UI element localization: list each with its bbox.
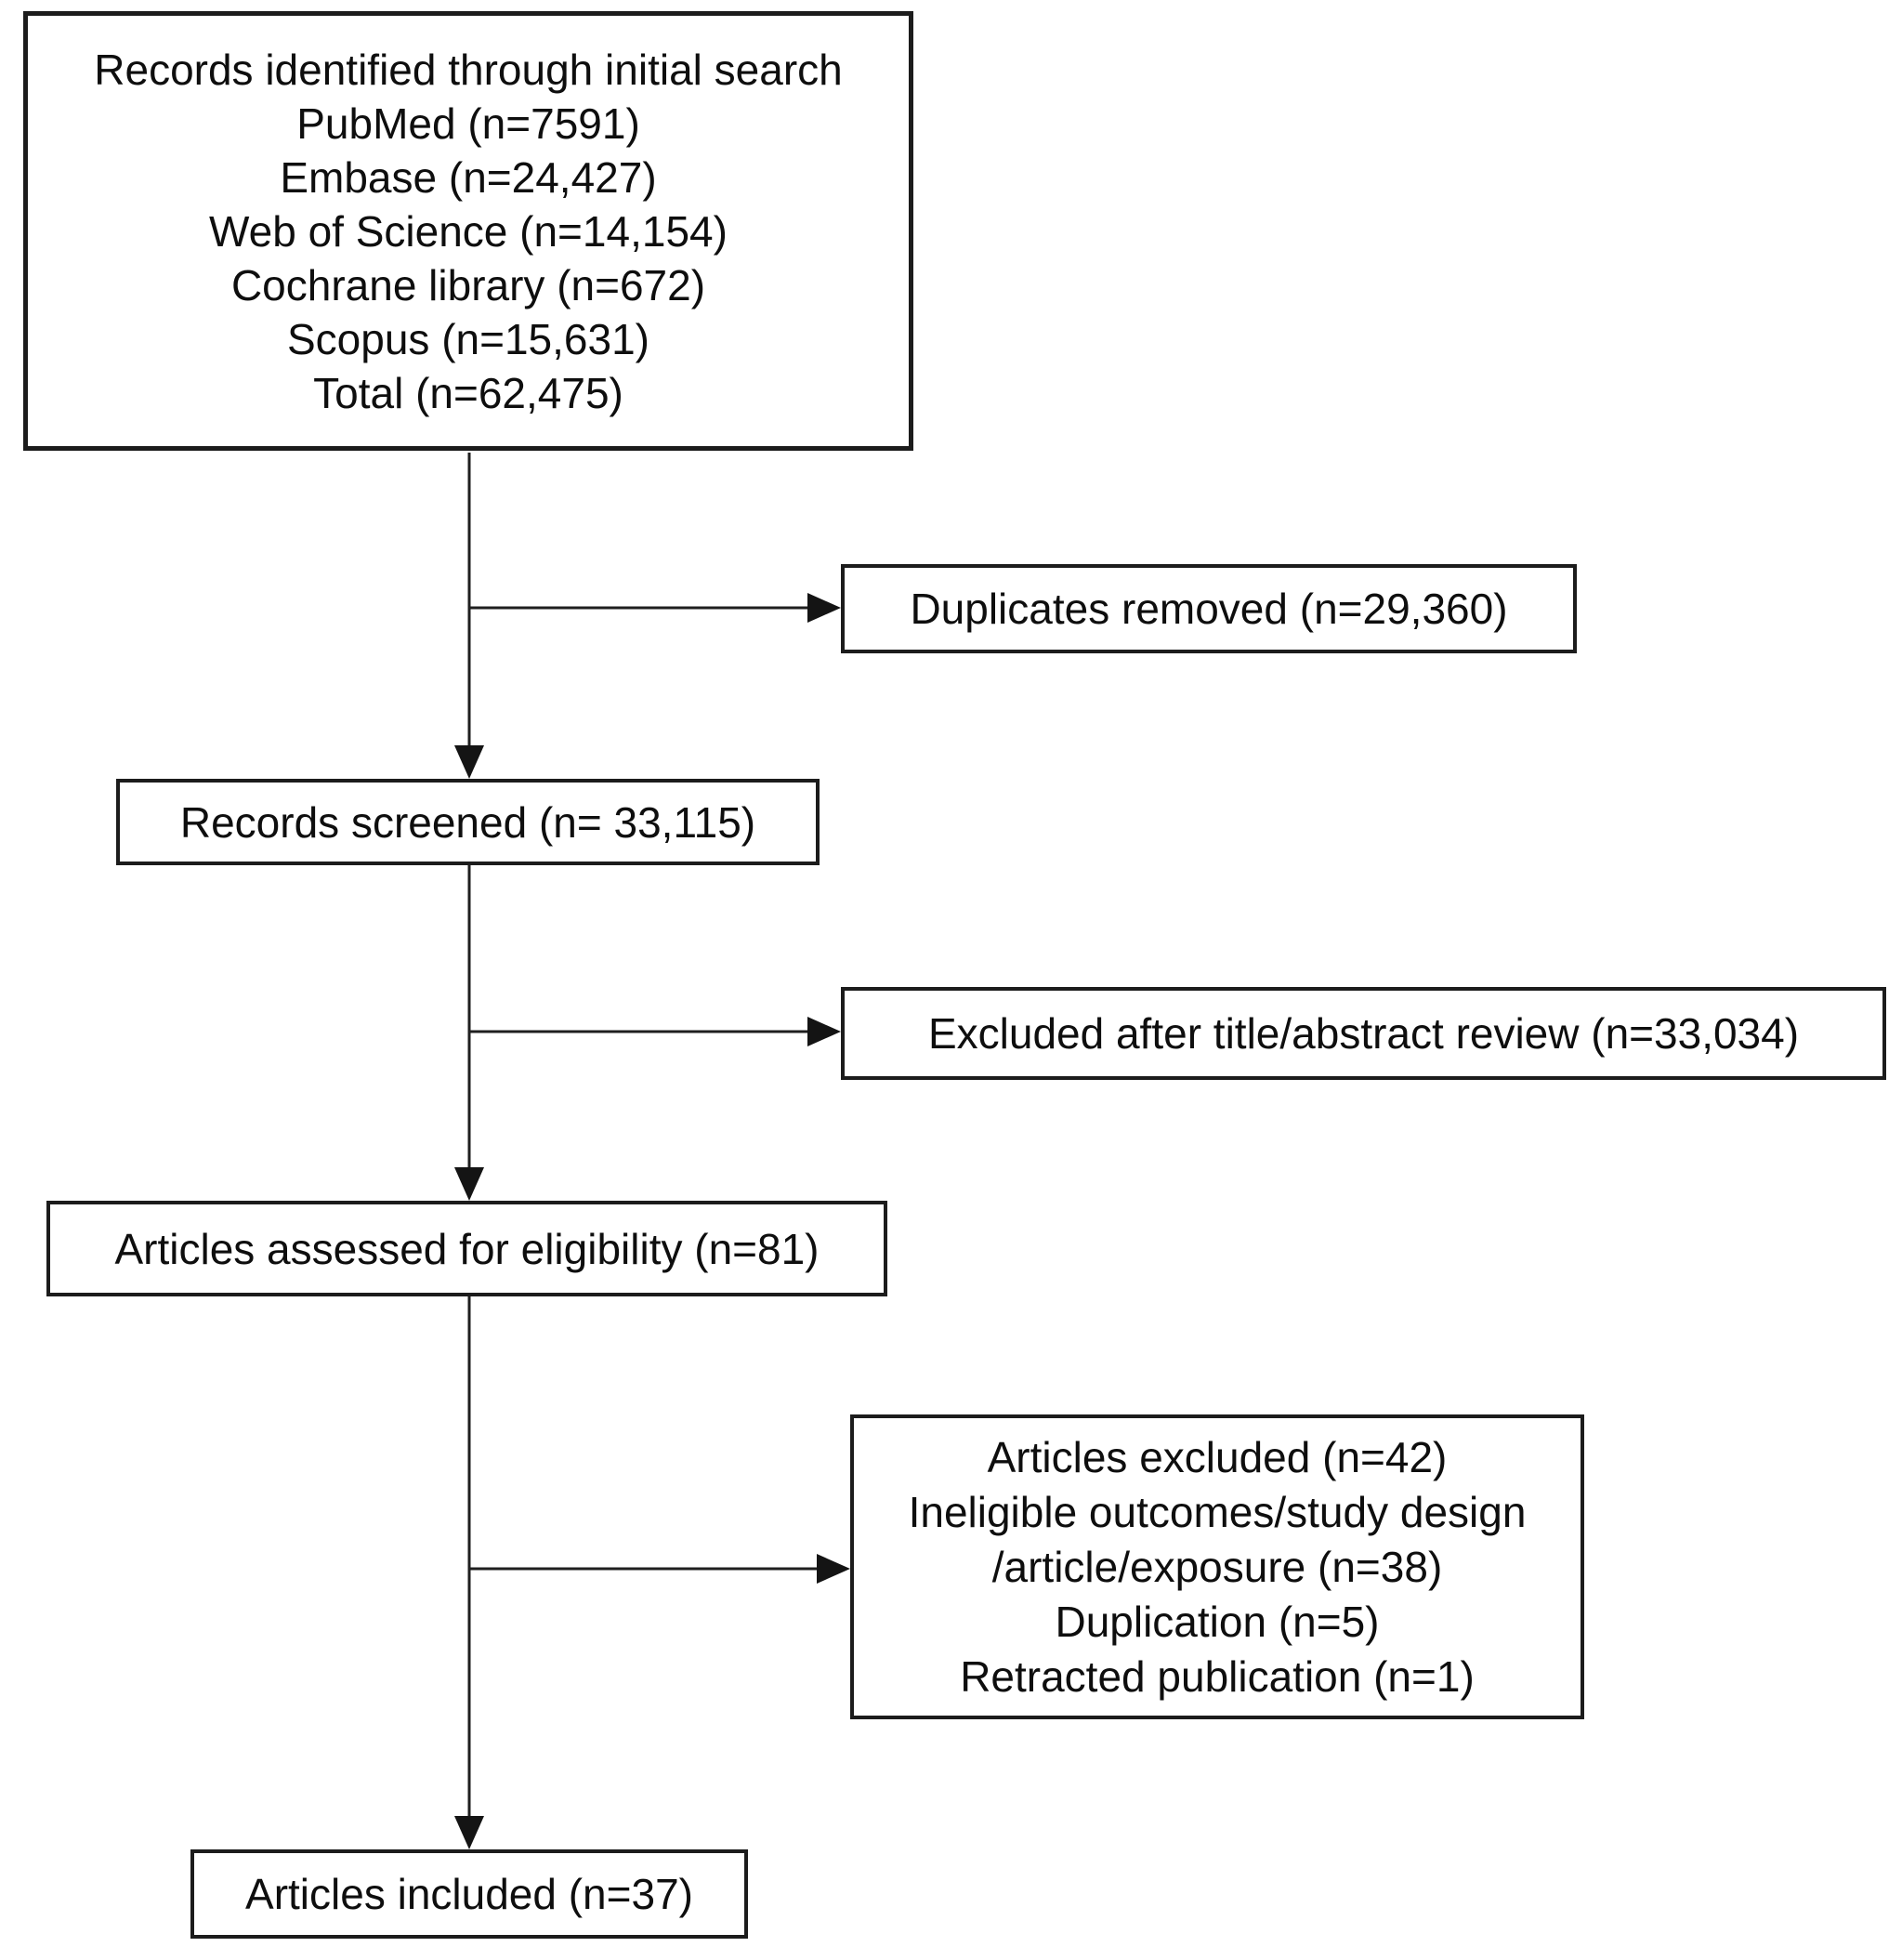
arrow-eligibility-to-included: [454, 1296, 484, 1849]
records-screened-label: Records screened (n= 33,115): [179, 797, 756, 847]
box-assessed-for-eligibility: Articles assessed for eligibility (n=81): [46, 1201, 887, 1296]
duplicates-removed-label: Duplicates removed (n=29,360): [910, 585, 1508, 633]
arrow-branch-to-articles-excluded: [469, 1554, 850, 1584]
source-scopus-count: Scopus (n=15,631): [287, 314, 649, 363]
source-cochrane-count: Cochrane library (n=672): [230, 260, 706, 309]
articles-included-label: Articles included (n=37): [245, 1870, 693, 1918]
box-articles-excluded: Articles excluded (n=42) Ineligible outc…: [850, 1414, 1584, 1719]
box-excluded-after-review: Excluded after title/abstract review (n=…: [841, 987, 1886, 1080]
source-total-count: Total (n=62,475): [313, 368, 623, 417]
excluded-reason-retracted: Retracted publication (n=1): [960, 1651, 1475, 1701]
assessed-for-eligibility-label: Articles assessed for eligibility (n=81): [114, 1224, 820, 1273]
excluded-reason-ineligible-line1: Ineligible outcomes/study design: [908, 1487, 1527, 1536]
source-pubmed-count: PubMed (n=7591): [296, 99, 640, 148]
excluded-reason-ineligible-line2: /article/exposure (n=38): [991, 1542, 1443, 1591]
box-records-screened: Records screened (n= 33,115): [116, 779, 820, 865]
box-records-identified: Records identified through initial searc…: [23, 11, 913, 451]
box-duplicates-removed: Duplicates removed (n=29,360): [841, 564, 1577, 653]
excluded-after-review-label: Excluded after title/abstract review (n=…: [927, 1009, 1800, 1058]
arrow-screened-to-eligibility: [454, 865, 484, 1201]
records-identified-title: Records identified through initial searc…: [94, 45, 843, 94]
arrow-branch-to-duplicates-removed: [469, 593, 841, 623]
source-web-of-science-count: Web of Science (n=14,154): [209, 206, 728, 256]
box-articles-included: Articles included (n=37): [190, 1849, 748, 1939]
arrow-branch-to-excluded-review: [469, 1017, 841, 1046]
arrow-identification-to-screened: [454, 453, 484, 779]
source-embase-count: Embase (n=24,427): [280, 152, 657, 202]
excluded-reason-duplication: Duplication (n=5): [1055, 1597, 1380, 1646]
articles-excluded-total: Articles excluded (n=42): [987, 1432, 1448, 1481]
